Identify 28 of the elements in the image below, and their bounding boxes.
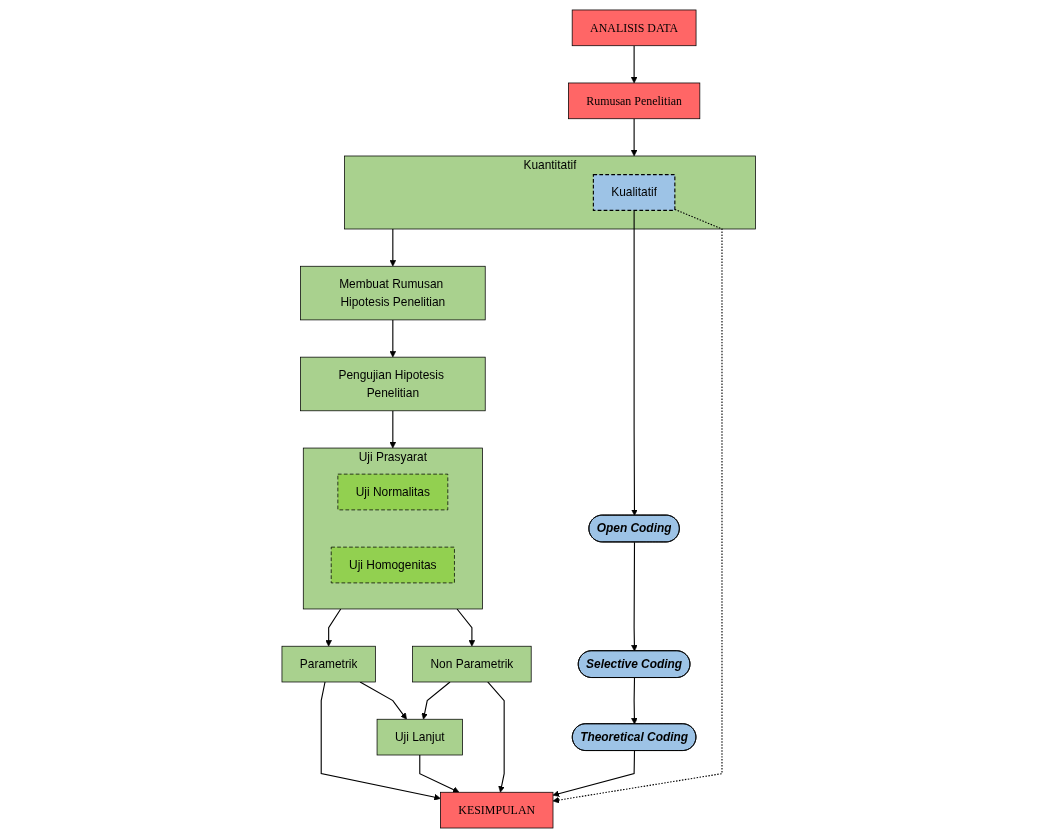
arrow bbox=[631, 117, 638, 156]
node-box: KESIMPULAN bbox=[440, 791, 554, 828]
node-box: Uji Lanjut bbox=[377, 718, 464, 755]
node-box: Membuat Rumusan Hipotesis Penelitian bbox=[300, 265, 486, 320]
node-box: Pengujian Hipotesis Penelitian bbox=[300, 356, 486, 411]
arrow bbox=[320, 680, 441, 800]
arrow bbox=[389, 227, 397, 267]
arrow bbox=[389, 409, 397, 448]
node-box: Kualitatif bbox=[593, 173, 676, 211]
arrow bbox=[631, 44, 638, 83]
arrow bbox=[553, 208, 723, 803]
arrow bbox=[359, 680, 408, 720]
node-box: Rumusan Penelitian bbox=[568, 82, 701, 119]
arrow bbox=[487, 680, 506, 793]
node-box: ANALISIS DATA bbox=[572, 9, 697, 46]
arrow bbox=[631, 209, 639, 516]
arrow bbox=[631, 541, 638, 651]
arrow bbox=[419, 753, 460, 793]
node-box: Non Parametrik bbox=[412, 645, 532, 682]
node-box: Uji Normalitas bbox=[337, 473, 449, 510]
node-box: Uji Homogenitas bbox=[331, 546, 456, 583]
arrow bbox=[325, 607, 342, 647]
arrow bbox=[631, 676, 638, 724]
arrow bbox=[389, 318, 397, 357]
arrow bbox=[421, 680, 451, 720]
node-box: Parametrik bbox=[281, 645, 377, 682]
arrow bbox=[456, 607, 476, 647]
arrow bbox=[553, 749, 636, 797]
